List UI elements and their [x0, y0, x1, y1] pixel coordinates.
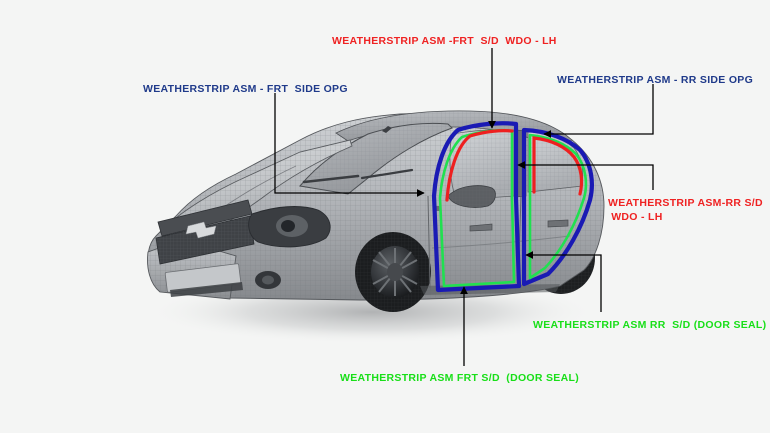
leader-rr-sd-door-seal — [525, 251, 602, 312]
leader-rr-side-opg — [543, 84, 654, 138]
callout-rr-side-opg[interactable]: WEATHERSTRIP ASM - RR SIDE OPG — [557, 74, 754, 86]
vehicle-body — [147, 110, 605, 312]
leader-frt-side-opg — [274, 93, 425, 197]
leader-lines — [274, 48, 654, 366]
callout-frt-sd-wdo-lh[interactable]: WEATHERSTRIP ASM -FRT S/D WDO - LH — [332, 35, 557, 47]
front-door-shutline — [427, 195, 431, 289]
callout-frt-sd-door-seal[interactable]: WEATHERSTRIP ASM FRT S/D (DOOR SEAL) — [340, 372, 579, 384]
callout-rr-sd-wdo-lh[interactable]: WEATHERSTRIP ASM-RR S/D WDO - LH — [608, 197, 763, 223]
leader-rr-sd-wdo-lh — [517, 161, 654, 190]
wiper-blade — [302, 174, 360, 184]
seal-rear-door — [528, 133, 588, 280]
front-door-handle — [469, 223, 493, 232]
callout-frt-side-opg[interactable]: WEATHERSTRIP ASM - FRT SIDE OPG — [143, 83, 348, 95]
seal-rear-door-window — [532, 136, 584, 196]
seal-front-door-window — [445, 129, 514, 202]
seal-front-side-opening — [431, 121, 522, 293]
rear-door-handle — [547, 219, 569, 228]
side-mirror — [447, 185, 496, 208]
roof-antenna — [382, 126, 392, 133]
front-wheel — [355, 232, 431, 312]
front-grille — [155, 199, 255, 265]
brand-emblem — [185, 221, 217, 239]
callout-rr-sd-door-seal[interactable]: WEATHERSTRIP ASM RR S/D (DOOR SEAL) — [533, 319, 767, 331]
seal-rear-side-opening — [521, 127, 594, 287]
